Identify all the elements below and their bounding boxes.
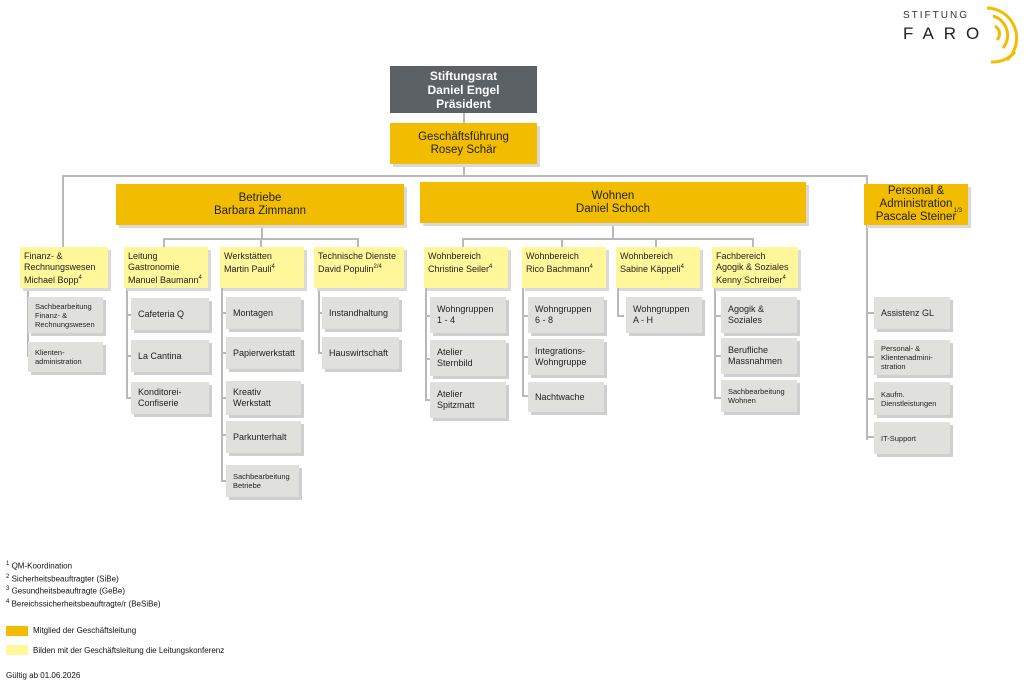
team-box: Klienten- administration: [28, 342, 103, 372]
team-box: Cafeteria Q: [131, 298, 209, 330]
unit-wb2-sup: 4: [589, 264, 593, 270]
legend-swatch-management: [6, 626, 28, 636]
team-box: Parkunterhalt: [226, 421, 301, 453]
team-box: La Cantina: [131, 340, 209, 372]
team-box: Kaufm. Dienstleistungen: [874, 382, 950, 415]
management-box: Geschäftsführung Rosey Schär: [390, 123, 537, 164]
unit-wb3-sup: 4: [680, 264, 684, 270]
team-box: Berufliche Massnahmen: [721, 338, 797, 374]
legend-swatch-conference: [6, 645, 28, 655]
team-box: Montagen: [226, 297, 301, 329]
unit-wb3: Wohnbereich Sabine Käppeli4: [616, 247, 700, 288]
division-wohnen: Wohnen Daniel Schoch: [420, 182, 806, 223]
legend-label-management: Mitglied der Geschäftsleitung: [33, 626, 137, 635]
unit-wb1-label: Wohnbereich Christine Seiler: [428, 251, 490, 274]
footnotes: 1 QM-Koordination 2 Sicherheitsbeauftrag…: [6, 559, 306, 610]
team-box: Sachbearbeitung Finanz- & Rechnungswesen: [28, 297, 103, 333]
team-box: IT-Support: [874, 422, 950, 454]
unit-tech-label: Technische Dienste David Populin: [318, 251, 397, 274]
team-box: Instandhaltung: [322, 297, 399, 329]
unit-wb1: Wohnbereich Christine Seiler4: [424, 247, 508, 288]
team-box: Papierwerkstatt: [226, 337, 301, 369]
division-betriebe: Betriebe Barbara Zimmann: [116, 184, 404, 225]
unit-werk: Werkstätten Martin Pauli4: [220, 247, 304, 288]
unit-finanz-sup: 4: [78, 275, 82, 281]
team-box: Personal- & Klientenadmini- stration: [874, 340, 950, 375]
legend-label-conference: Bilden mit der Geschäftsleitung die Leit…: [33, 646, 225, 655]
team-box: Sachbearbeitung Wohnen: [721, 380, 797, 412]
division-personal: Personal & Administration Pascale Steine…: [864, 184, 968, 225]
unit-wb2-label: Wohnbereich Rico Bachmann: [526, 251, 590, 274]
team-box: Agogik & Soziales: [721, 297, 797, 333]
unit-agogik: Fachbereich Agogik & Soziales Kenny Schr…: [712, 247, 798, 288]
team-box: Nachtwache: [528, 382, 604, 412]
unit-gastro-sup: 4: [198, 275, 202, 281]
footnote: 2 Sicherheitsbeauftragter (SiBe): [6, 573, 119, 584]
board-box: Stiftungsrat Daniel Engel Präsident: [390, 66, 537, 113]
team-box: Atelier Sternbild: [430, 340, 506, 376]
division-personal-label: Personal & Administration Pascale Steine…: [875, 185, 957, 223]
unit-agogik-label: Fachbereich Agogik & Soziales Kenny Schr…: [716, 251, 789, 285]
unit-werk-label: Werkstätten Martin Pauli: [224, 251, 272, 274]
footnote: 3 Gesundheitsbeauftragte (GeBe): [6, 586, 125, 596]
unit-finanz-label: Finanz- & Rechnungswesen Michael Bopp: [24, 251, 96, 285]
team-box: Wohngruppen A - H: [626, 297, 702, 333]
logo: STIFTUNG FARO: [895, 2, 1030, 68]
team-box: Assistenz GL: [874, 297, 950, 329]
team-box: Integrations- Wohngruppe: [528, 339, 604, 375]
logo-brand-text: FARO: [903, 24, 990, 43]
team-box: Wohngruppen 6 - 8: [528, 297, 604, 333]
footnote: 1 QM-Koordination: [6, 561, 73, 571]
logo-rings-icon: [986, 6, 1019, 64]
validity-date: Gültig ab 01.06.2026: [6, 671, 81, 680]
unit-wb1-sup: 4: [489, 264, 493, 270]
logo-small-text: STIFTUNG: [903, 10, 969, 21]
team-box: Sachbearbeitung Betriebe: [226, 465, 299, 497]
unit-tech: Technische Dienste David Populin2/4: [314, 247, 404, 288]
team-box: Kreativ Werkstatt: [226, 381, 301, 415]
team-box: Atelier Spitzmatt: [430, 382, 506, 418]
footnote: 4 Bereichssicherheitsbeauftragte/r (BeSi…: [6, 598, 161, 609]
team-box: Konditorei- Confiserie: [131, 382, 209, 414]
division-personal-sup: 1/3: [953, 208, 962, 214]
team-box: Wohngruppen 1 - 4: [430, 297, 506, 333]
unit-gastro: Leitung Gastronomie Manuel Baumann4: [124, 247, 208, 288]
unit-agogik-sup: 4: [782, 275, 786, 281]
unit-werk-sup: 4: [271, 264, 275, 270]
unit-wb3-label: Wohnbereich Sabine Käppeli: [620, 251, 681, 274]
team-box: Hauswirtschaft: [322, 337, 399, 369]
unit-wb2: Wohnbereich Rico Bachmann4: [522, 247, 606, 288]
unit-finanz: Finanz- & Rechnungswesen Michael Bopp4: [20, 247, 108, 288]
unit-gastro-label: Leitung Gastronomie Manuel Baumann: [128, 251, 199, 285]
unit-tech-sup: 2/4: [373, 264, 382, 270]
